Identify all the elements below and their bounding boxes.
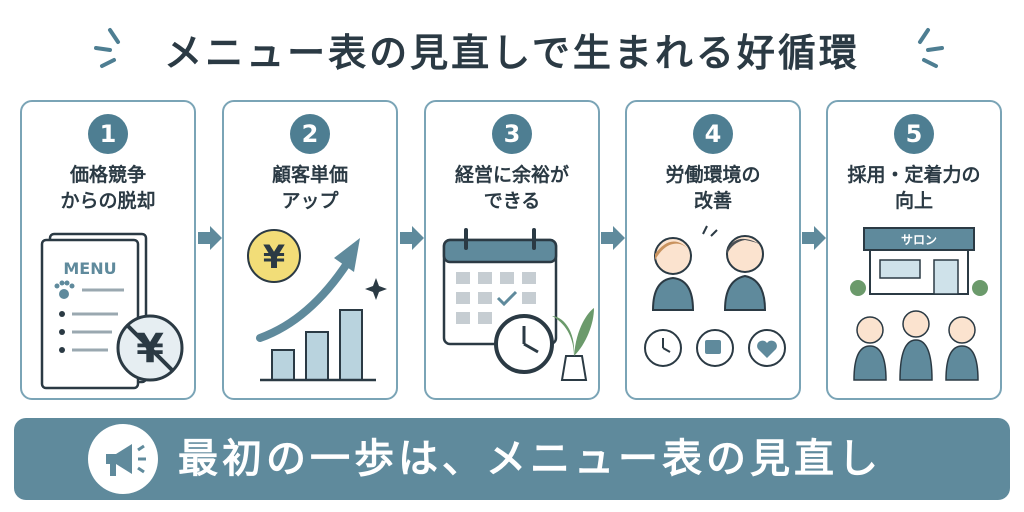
step-number-1: 1 <box>88 114 128 154</box>
step-label-4: 労働環境の 改善 <box>665 164 761 212</box>
sparkle-right-icon <box>918 28 944 68</box>
step-label-2: 顧客単価 アップ <box>271 164 348 212</box>
step-card-5: 5 採用・定着力の 向上 サロン <box>826 100 1002 400</box>
megaphone-icon <box>88 424 158 494</box>
salon-sign-text: サロン <box>901 233 937 247</box>
step-label-3: 経営に余裕が できる <box>454 164 569 212</box>
step-label-5: 採用・定着力の 向上 <box>847 164 981 212</box>
step-card-1: 1 価格競争 からの脱却 MENU ¥ <box>20 100 196 400</box>
step-number-3: 3 <box>492 114 532 154</box>
menu-text: MENU <box>63 259 116 278</box>
step-card-4: 4 労働環境の 改善 <box>625 100 801 400</box>
arrow-right-icon <box>400 226 424 250</box>
rising-chart-icon: ¥ <box>247 229 387 382</box>
arrow-right-icon <box>802 226 826 250</box>
yen-crossed-menu-icon: MENU ¥ <box>40 232 184 390</box>
arrow-right-icon <box>601 226 625 250</box>
bottom-banner: 最初の一歩は、メニュー表の見直し <box>14 418 1010 500</box>
sparkle-left-icon <box>94 28 120 68</box>
step-number-5: 5 <box>894 114 934 154</box>
step-card-2: 2 顧客単価 アップ ¥ <box>222 100 398 400</box>
step-number-4: 4 <box>693 114 733 154</box>
calendar-clock-icon <box>442 228 594 381</box>
step-number-2: 2 <box>290 114 330 154</box>
arrow-right-icon <box>198 226 222 250</box>
step-label-1: 価格競争 からの脱却 <box>60 164 156 212</box>
page-title: メニュー表の見直しで生まれる好循環 <box>164 31 860 75</box>
yen-coin-text: ¥ <box>263 238 285 276</box>
step-card-3: 3 経営に余裕が できる <box>424 100 600 400</box>
staff-talking-icon <box>644 225 786 367</box>
banner-text: 最初の一歩は、メニュー表の見直し <box>178 436 882 482</box>
salon-staff-icon: サロン <box>850 227 988 381</box>
